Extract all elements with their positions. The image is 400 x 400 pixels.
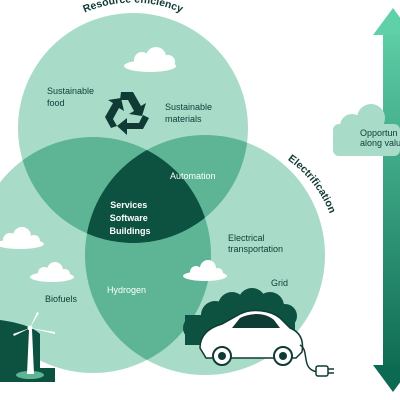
- cloud-icon: [0, 227, 44, 249]
- label-sustainable-food: Sustainable food: [47, 86, 97, 108]
- label-sustainable-materials: Sustainable materials: [165, 102, 215, 124]
- wind-turbine-icon: [0, 312, 55, 382]
- opportunity-cloud: [333, 104, 400, 156]
- electric-car-icon: [199, 309, 319, 373]
- label-electrical-transportation: Electrical transportation: [228, 233, 283, 254]
- double-arrow-icon: [373, 8, 400, 392]
- label-biofuels: Biofuels: [45, 294, 78, 304]
- cloud-icon: [183, 260, 227, 281]
- label-hydrogen: Hydrogen: [107, 285, 146, 295]
- label-center: Services Software Buildings: [110, 200, 151, 236]
- cloud-icon: [124, 47, 176, 72]
- recycle-icon: [105, 92, 149, 135]
- cloud-icon: [30, 262, 74, 282]
- plug-icon: [315, 365, 334, 377]
- triple-overlap: [85, 137, 211, 243]
- label-automation: Automation: [170, 171, 216, 181]
- label-grid: Grid: [271, 278, 288, 288]
- label-opportunity: Opportun along valu: [360, 128, 400, 148]
